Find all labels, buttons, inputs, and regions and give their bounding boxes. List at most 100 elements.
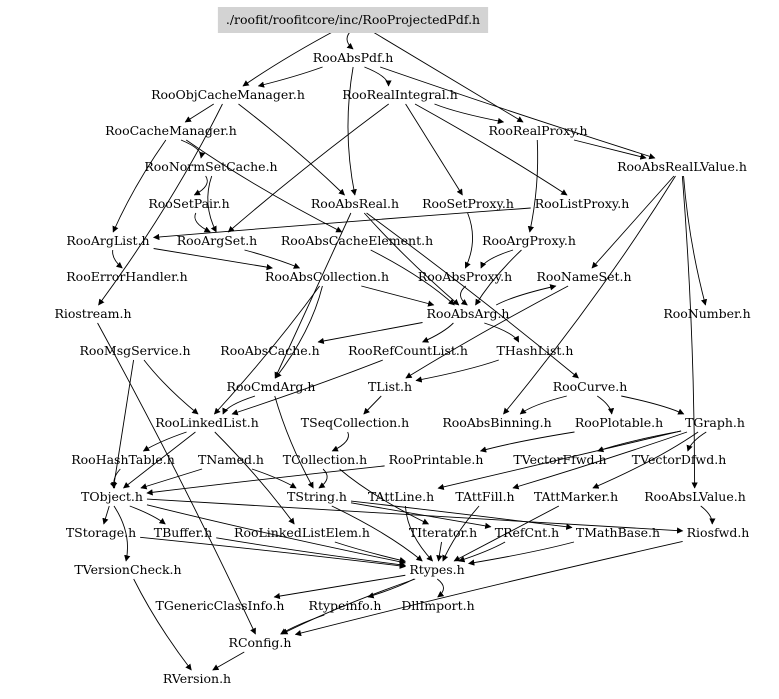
graph-node-tgenericclassinfo[interactable]: TGenericClassInfo.h — [156, 598, 285, 613]
edge-rooabsreallvalue-to-rooabslvalue — [681, 175, 698, 489]
graph-node-rooabscacheelement[interactable]: RooAbsCacheElement.h — [281, 233, 433, 248]
edge-rooabspdf-to-roorealintegral — [364, 66, 392, 87]
edge-tobject-to-tstorage — [102, 505, 110, 525]
edge-rooabscollection-to-rooabsarg — [361, 285, 435, 307]
edge-roocurve-to-tgraph — [621, 395, 685, 415]
graph-node-roolinkedlistelem[interactable]: RooLinkedListElem.h — [234, 525, 370, 540]
graph-node-rooabspdf[interactable]: RooAbsPdf.h — [313, 50, 394, 65]
graph-node-tversioncheck[interactable]: TVersionCheck.h — [74, 562, 181, 577]
node-label: RooNumber.h — [663, 306, 750, 321]
graph-node-roolinkedlist[interactable]: RooLinkedList.h — [155, 415, 259, 430]
graph-node-titerator[interactable]: TIterator.h — [409, 525, 477, 540]
graph-node-tvectordfwd[interactable]: TVectorDfwd.h — [632, 452, 727, 467]
graph-node-roosetproxy[interactable]: RooSetProxy.h — [422, 196, 514, 211]
graph-node-roonumber[interactable]: RooNumber.h — [663, 306, 750, 321]
edge-roonormsetcache-to-roosetpair — [193, 175, 208, 196]
graph-node-roonormsetcache[interactable]: RooNormSetCache.h — [144, 159, 277, 174]
graph-node-riostream[interactable]: Riostream.h — [54, 306, 131, 321]
graph-node-roolistproxy[interactable]: RooListProxy.h — [535, 196, 630, 211]
edge-riostream-to-rconfig — [97, 322, 256, 635]
edge-riosfwd-to-rconfig — [294, 541, 683, 637]
graph-node-thashlist[interactable]: THashList.h — [497, 343, 574, 358]
graph-node-rooplotable[interactable]: RooPlotable.h — [575, 415, 663, 430]
edge-tattmarker-to-rtypes — [453, 505, 560, 562]
graph-node-rooabsproxy[interactable]: RooAbsProxy.h — [418, 269, 512, 284]
edge-rooabscollection-to-roocmdarg — [275, 285, 323, 379]
graph-node-roocmdarg[interactable]: RooCmdArg.h — [227, 379, 316, 394]
edge-roolinkedlistelem-to-rtypes — [334, 541, 406, 564]
edge-roorealintegral-to-roorealproxy — [434, 103, 505, 125]
edge-rooabsarg-to-rooabscache — [317, 322, 423, 345]
edge-roosetproxy-to-rooabsproxy — [464, 212, 473, 269]
graph-node-root[interactable]: ./roofit/roofitcore/inc/RooProjectedPdf.… — [217, 7, 489, 33]
edge-rooabsarg-to-roorefcountlist — [422, 322, 454, 343]
edge-rooabspdf-to-rooobjcachemanager — [257, 66, 323, 88]
graph-node-tobject[interactable]: TObject.h — [81, 489, 143, 504]
graph-node-rooabslvalue[interactable]: RooAbsLValue.h — [644, 489, 746, 504]
graph-node-tseqcollection[interactable]: TSeqCollection.h — [301, 415, 409, 430]
graph-node-tnamed[interactable]: TNamed.h — [198, 452, 264, 467]
graph-node-tstring[interactable]: TString.h — [287, 489, 347, 504]
graph-node-tvectorffwd[interactable]: TVectorFfwd.h — [513, 452, 606, 467]
graph-node-roorealproxy[interactable]: RooRealProxy.h — [488, 123, 587, 138]
node-label: TAttFill.h — [455, 489, 514, 504]
node-label: RooAbsArg.h — [427, 306, 510, 321]
node-label: RVersion.h — [163, 671, 231, 686]
edge-tmathbase-to-rtypes — [468, 541, 575, 566]
graph-node-rtypes[interactable]: Rtypes.h — [409, 562, 464, 577]
graph-node-rooabsbinning[interactable]: RooAbsBinning.h — [442, 415, 551, 430]
edge-rooargproxy-to-rooabsproxy — [480, 249, 514, 269]
graph-node-rooobjcachemanager[interactable]: RooObjCacheManager.h — [151, 87, 305, 102]
edge-roorealintegral-to-roolistproxy — [414, 103, 568, 196]
graph-node-roomsgservice[interactable]: RooMsgService.h — [79, 343, 190, 358]
graph-node-roonameset[interactable]: RooNameSet.h — [536, 269, 631, 284]
graph-node-trefcnt[interactable]: TRefCnt.h — [495, 525, 559, 540]
graph-node-rooabscollection[interactable]: RooAbsCollection.h — [265, 269, 389, 284]
edge-rooabsreallvalue-to-rooabsbinning — [503, 175, 676, 415]
graph-node-tstorage[interactable]: TStorage.h — [66, 525, 136, 540]
graph-node-rooabsreallvalue[interactable]: RooAbsRealLValue.h — [617, 159, 747, 174]
node-label: RooAbsLValue.h — [644, 489, 746, 504]
graph-node-tattline[interactable]: TAttLine.h — [368, 489, 434, 504]
graph-node-rversion[interactable]: RVersion.h — [163, 671, 231, 686]
edge-tcollection-to-titerator — [339, 468, 430, 525]
node-label: TString.h — [287, 489, 347, 504]
graph-node-rtypeinfo[interactable]: Rtypeinfo.h — [309, 598, 382, 613]
graph-node-roocurve[interactable]: RooCurve.h — [553, 379, 628, 394]
edge-rooobjcachemanager-to-riostream — [98, 103, 223, 306]
graph-node-rooerrorhandler[interactable]: RooErrorHandler.h — [66, 269, 187, 284]
graph-node-tbuffer[interactable]: TBuffer.h — [154, 525, 212, 540]
graph-node-rooabsarg[interactable]: RooAbsArg.h — [427, 306, 510, 321]
graph-node-dllimport[interactable]: DllImport.h — [401, 598, 474, 613]
graph-node-tlist[interactable]: TList.h — [368, 379, 412, 394]
graph-node-rooabscache[interactable]: RooAbsCache.h — [220, 343, 319, 358]
node-label: TRefCnt.h — [495, 525, 559, 540]
graph-node-rooargset[interactable]: RooArgSet.h — [177, 233, 257, 248]
graph-node-roorealintegral[interactable]: RooRealIntegral.h — [342, 87, 458, 102]
graph-node-tattmarker[interactable]: TAttMarker.h — [534, 489, 618, 504]
edge-rooplotable-to-rooprintable — [479, 431, 575, 453]
edge-roomsgservice-to-tobject — [111, 359, 135, 489]
graph-node-rooprintable[interactable]: RooPrintable.h — [389, 452, 484, 467]
node-label: RooSetProxy.h — [422, 196, 514, 211]
graph-node-tattfill[interactable]: TAttFill.h — [455, 489, 514, 504]
graph-node-tcollection[interactable]: TCollection.h — [283, 452, 367, 467]
graph-node-tmathbase[interactable]: TMathBase.h — [576, 525, 660, 540]
graph-node-rconfig[interactable]: RConfig.h — [229, 635, 292, 650]
graph-node-rooarglist[interactable]: RooArgList.h — [66, 233, 149, 248]
graph-node-roorefcountlist[interactable]: RooRefCountList.h — [348, 343, 468, 358]
edge-rooabsproxy-to-rooabsarg — [460, 285, 468, 306]
graph-node-roocachemanager[interactable]: RooCacheManager.h — [105, 123, 237, 138]
edge-tstring-to-trefcnt — [350, 502, 492, 529]
edge-tobject-to-riosfwd — [146, 498, 684, 534]
graph-node-roosetpair[interactable]: RooSetPair.h — [148, 196, 229, 211]
edge-tstring-to-tmathbase — [350, 500, 573, 530]
edge-roosetpair-to-rooargset — [194, 212, 211, 233]
graph-node-tgraph[interactable]: TGraph.h — [685, 415, 745, 430]
graph-node-riosfwd[interactable]: Riosfwd.h — [687, 525, 750, 540]
graph-node-roohashtable[interactable]: RooHashTable.h — [71, 452, 175, 467]
graph-node-rooabsreal[interactable]: RooAbsReal.h — [311, 196, 399, 211]
graph-node-rooargproxy[interactable]: RooArgProxy.h — [482, 233, 576, 248]
edge-tgraph-to-tattmarker — [592, 431, 699, 489]
